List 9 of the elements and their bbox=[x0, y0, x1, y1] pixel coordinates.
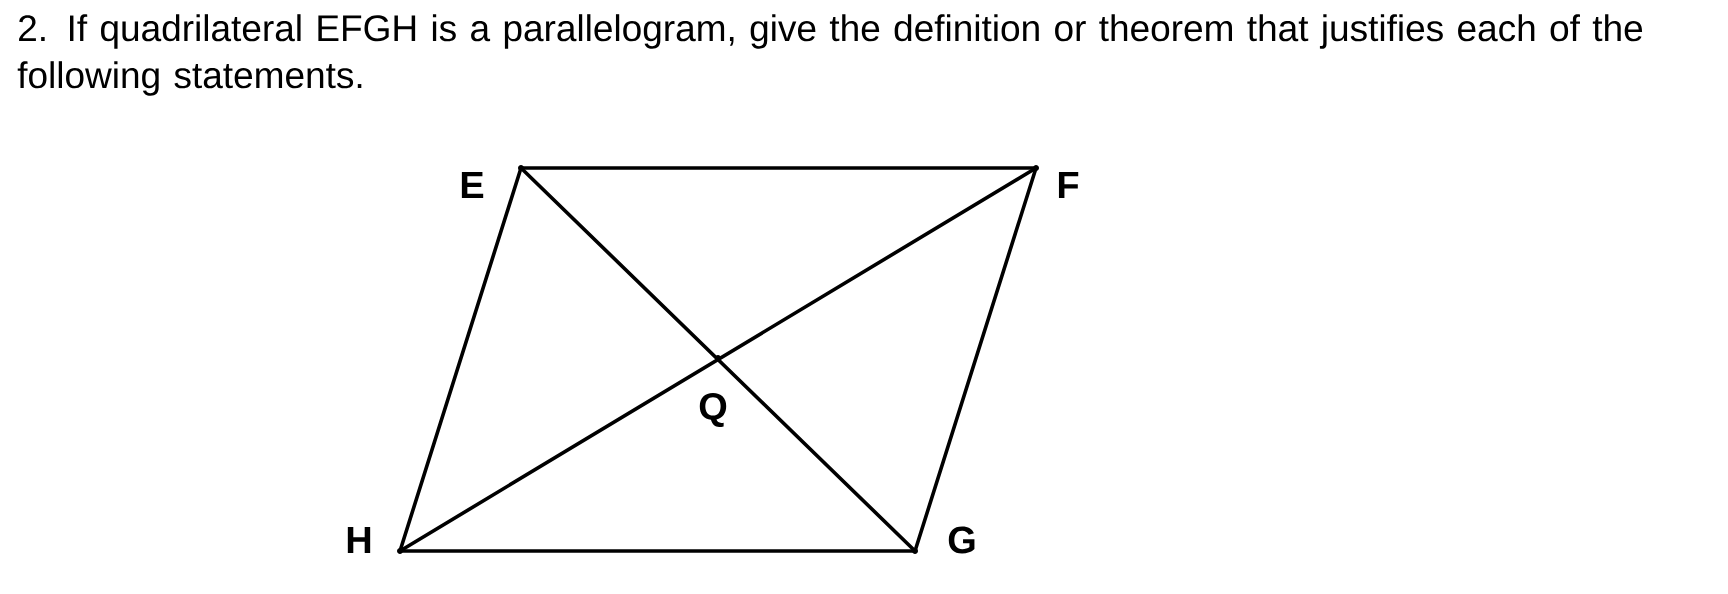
vertex-label: E bbox=[461, 171, 484, 199]
vertex-label: F bbox=[1058, 171, 1079, 199]
question-text: 2. If quadrilateral EFGH is a parallelogram, give the definition or theorem that justifies each of the following statements. bbox=[17, 14, 1643, 96]
vertex-label: Q bbox=[699, 393, 727, 427]
line-segment bbox=[519, 166, 917, 553]
vertex-label: G bbox=[948, 526, 975, 554]
line-segment bbox=[519, 166, 1038, 170]
vertex-label: H bbox=[347, 526, 371, 554]
line-segment bbox=[398, 166, 1038, 553]
